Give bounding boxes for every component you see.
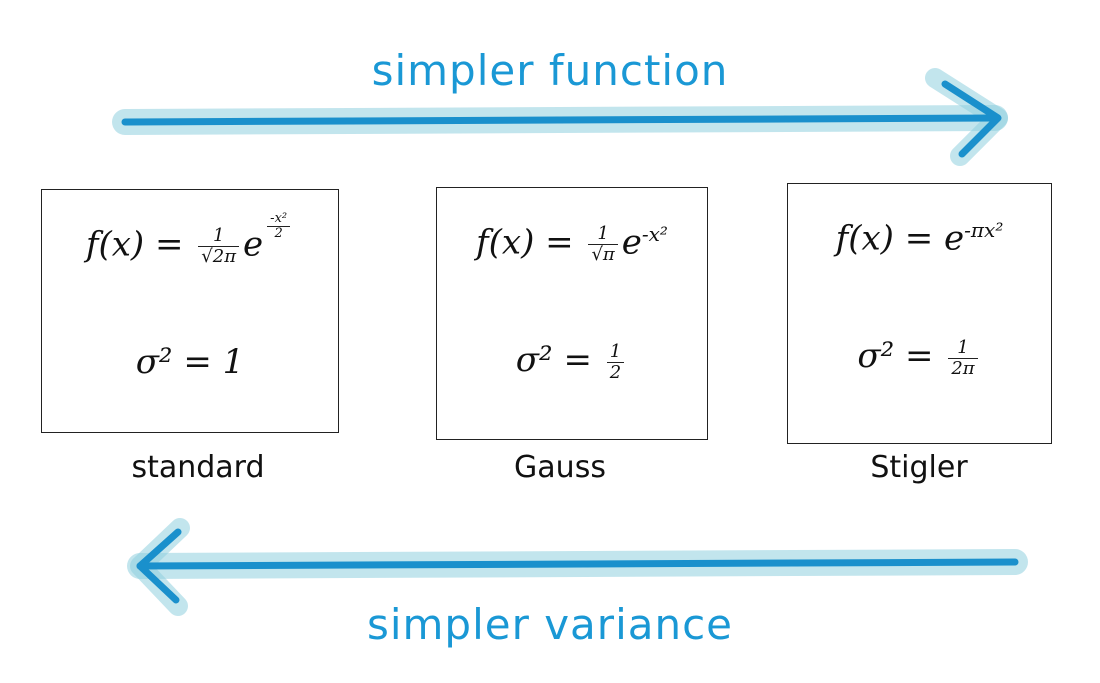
exponential-base: e — [243, 224, 264, 265]
variance-lhs: σ² = — [857, 336, 945, 376]
top-arrow-label: simpler function — [371, 46, 729, 95]
label-standard: standard — [131, 450, 265, 485]
exponent-denominator: 2 — [274, 225, 283, 241]
variance-denominator: 2π — [951, 357, 975, 379]
exponential-base: e — [944, 218, 965, 259]
variance-denominator: 2 — [609, 361, 622, 383]
formula-lhs: f(x) = — [85, 224, 195, 265]
coefficient-denominator: √π — [591, 243, 615, 265]
coefficient-fraction: 1√2π — [198, 226, 240, 267]
formula-stigler: f(x) = e-πx² — [788, 218, 1051, 258]
exponent-numerator: -x² — [267, 211, 291, 227]
variance-lhs: σ² = — [135, 342, 223, 382]
formula-lhs: f(x) = — [476, 222, 585, 263]
exponent: -x² — [641, 222, 668, 246]
variance-standard: σ² = 1 — [42, 342, 338, 382]
bottom-arrow — [127, 518, 1028, 616]
variance-numerator: 1 — [948, 337, 978, 359]
exponential-base: e — [621, 222, 642, 263]
bottom-arrow-label: simpler variance — [366, 600, 734, 649]
label-gauss: Gauss — [514, 450, 606, 485]
label-stigler: Stigler — [870, 450, 968, 485]
coefficient-numerator: 1 — [588, 224, 618, 245]
exponent: -πx² — [964, 218, 1004, 242]
coefficient-denominator: √2π — [201, 245, 237, 267]
formula-lhs: f(x) = — [835, 218, 945, 259]
variance-lhs: σ² = — [515, 340, 603, 380]
top-arrow — [112, 68, 1008, 166]
coefficient-fraction: 1√π — [588, 224, 618, 265]
variance-numerator: 1 — [606, 341, 625, 363]
coefficient-numerator: 1 — [198, 226, 240, 247]
variance-value: 1 — [222, 342, 245, 382]
